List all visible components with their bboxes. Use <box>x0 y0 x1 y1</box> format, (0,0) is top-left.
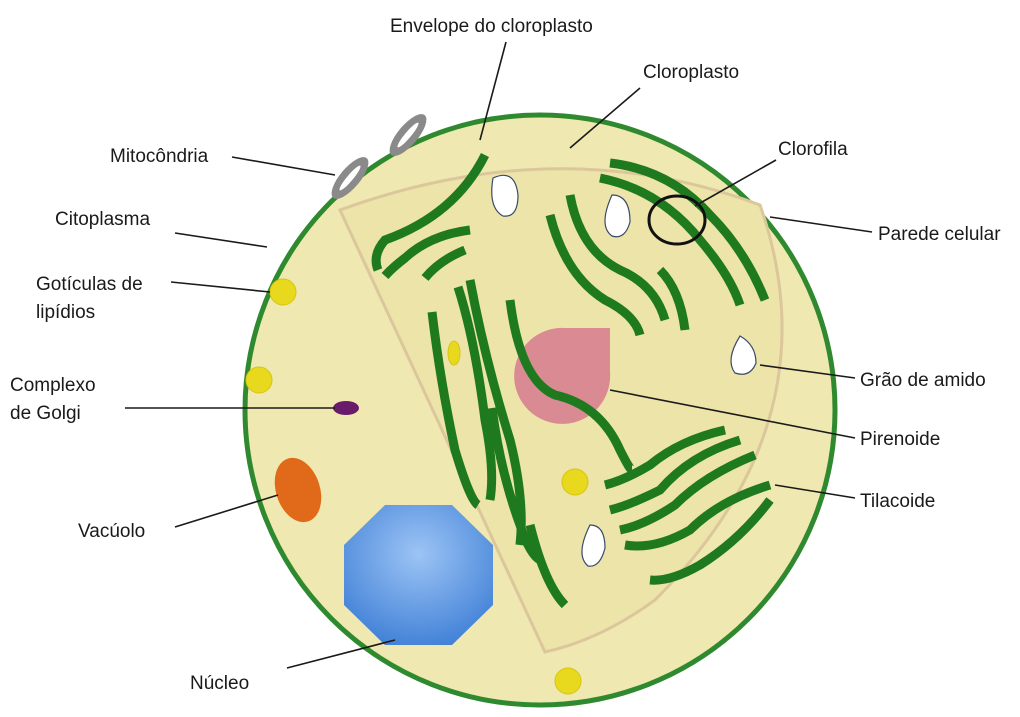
label-cytoplasm: Citoplasma <box>55 209 150 230</box>
nucleus <box>344 505 493 645</box>
label-lipid-line2: lipídios <box>36 302 95 323</box>
label-vacuole: Vacúolo <box>78 521 145 542</box>
label-pyrenoid: Pirenoide <box>860 429 940 450</box>
golgi-body <box>333 401 359 415</box>
label-nucleus: Núcleo <box>190 673 249 694</box>
label-starch: Grão de amido <box>860 370 986 391</box>
label-cell-wall: Parede celular <box>878 224 1001 245</box>
label-golgi-line1: Complexo <box>10 375 96 396</box>
label-mitochondria: Mitocôndria <box>110 146 209 167</box>
label-thylakoid: Tilacoide <box>860 491 935 512</box>
label-chloroplast-envelope: Envelope do cloroplasto <box>390 16 593 37</box>
label-chloroplast: Cloroplasto <box>643 62 739 83</box>
label-lipid-line1: Gotículas de <box>36 274 143 295</box>
label-golgi-line2: de Golgi <box>10 403 81 424</box>
label-chlorophyll: Clorofila <box>778 139 848 160</box>
